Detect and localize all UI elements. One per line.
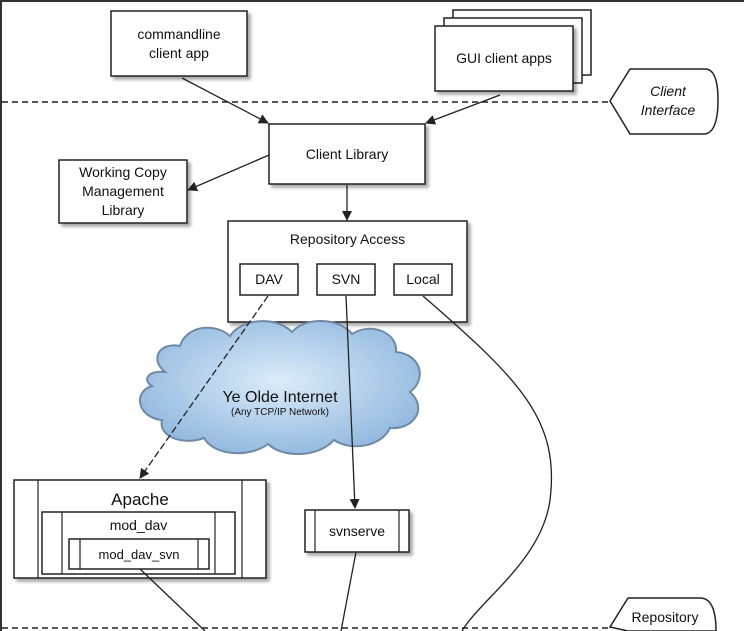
repository-interface-label: Repository xyxy=(631,608,699,625)
internet-cloud xyxy=(139,319,421,456)
client-library-label: Client Library xyxy=(305,145,389,162)
apache-label: Apache xyxy=(111,489,169,509)
arrow-gui-to-library xyxy=(425,94,501,125)
local-box xyxy=(393,263,453,296)
svnserve-box xyxy=(304,509,410,553)
line-mod-dav-svn-down xyxy=(139,568,206,631)
client-library-box xyxy=(268,123,426,185)
dav-box xyxy=(239,263,299,296)
repository-tag xyxy=(608,597,717,631)
svn-box xyxy=(316,263,376,296)
mod-dav-svn-box xyxy=(68,538,210,570)
gui-client-box xyxy=(434,25,574,92)
commandline-client-label: commandline client app xyxy=(137,25,221,61)
svn-label: SVN xyxy=(331,271,361,287)
cloud-subtitle: (Any TCP/IP Network) xyxy=(231,406,329,418)
working-copy-label: Working Copy Management Library xyxy=(79,164,167,218)
arrow-dav-to-apache xyxy=(139,295,269,479)
client-interface-tag xyxy=(609,68,719,135)
mod-dav-svn-label: mod_dav_svn xyxy=(98,546,180,562)
local-label: Local xyxy=(406,271,440,287)
mod-dav-label: mod_dav xyxy=(109,516,168,533)
arrow-commandline-to-library xyxy=(181,77,269,124)
svnserve-label: svnserve xyxy=(328,522,386,539)
line-svnserve-down xyxy=(340,551,357,631)
arrow-svn-to-svnserve xyxy=(345,295,360,509)
gui-client-label: GUI client apps xyxy=(456,50,552,66)
dav-label: DAV xyxy=(255,271,283,287)
commandline-client-box xyxy=(110,10,248,77)
client-interface-label: Client Interface xyxy=(640,83,696,118)
repository-access-label: Repository Access xyxy=(289,230,406,247)
cloud-title: Ye Olde Internet xyxy=(222,388,338,406)
line-local-to-repository xyxy=(422,295,553,631)
working-copy-box xyxy=(58,159,188,224)
arrow-library-to-working-copy xyxy=(187,154,270,192)
